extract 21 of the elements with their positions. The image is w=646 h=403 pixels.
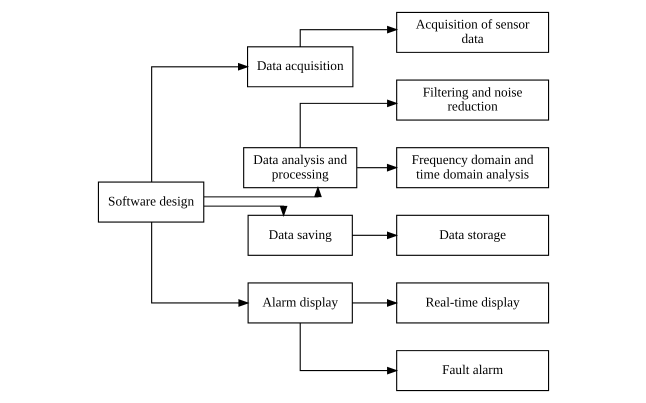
arrow	[150, 62, 249, 182]
node-box: Software design	[97, 182, 204, 223]
node-box: Frequency domain and time domain analysis	[396, 147, 549, 188]
arrow	[299, 100, 398, 148]
arrow	[352, 231, 398, 240]
node-box: Data storage	[396, 214, 549, 256]
node-box: Fault alarm	[396, 350, 549, 392]
node-box: Real-time display	[396, 282, 549, 324]
arrow	[203, 206, 287, 218]
arrow	[299, 26, 398, 46]
node-box: Data saving	[247, 214, 352, 256]
arrow	[352, 299, 398, 307]
arrow	[150, 222, 250, 307]
node-box: Alarm display	[247, 282, 352, 324]
node-box: Filtering and noise reduction	[396, 80, 549, 121]
node-box: Data acquisition	[246, 46, 353, 88]
arrow	[356, 164, 398, 172]
node-box: Data analysis and processing	[242, 147, 357, 188]
node-box: Acquisition of sensor data	[396, 12, 549, 53]
arrow	[299, 323, 398, 374]
arrow	[203, 186, 322, 198]
